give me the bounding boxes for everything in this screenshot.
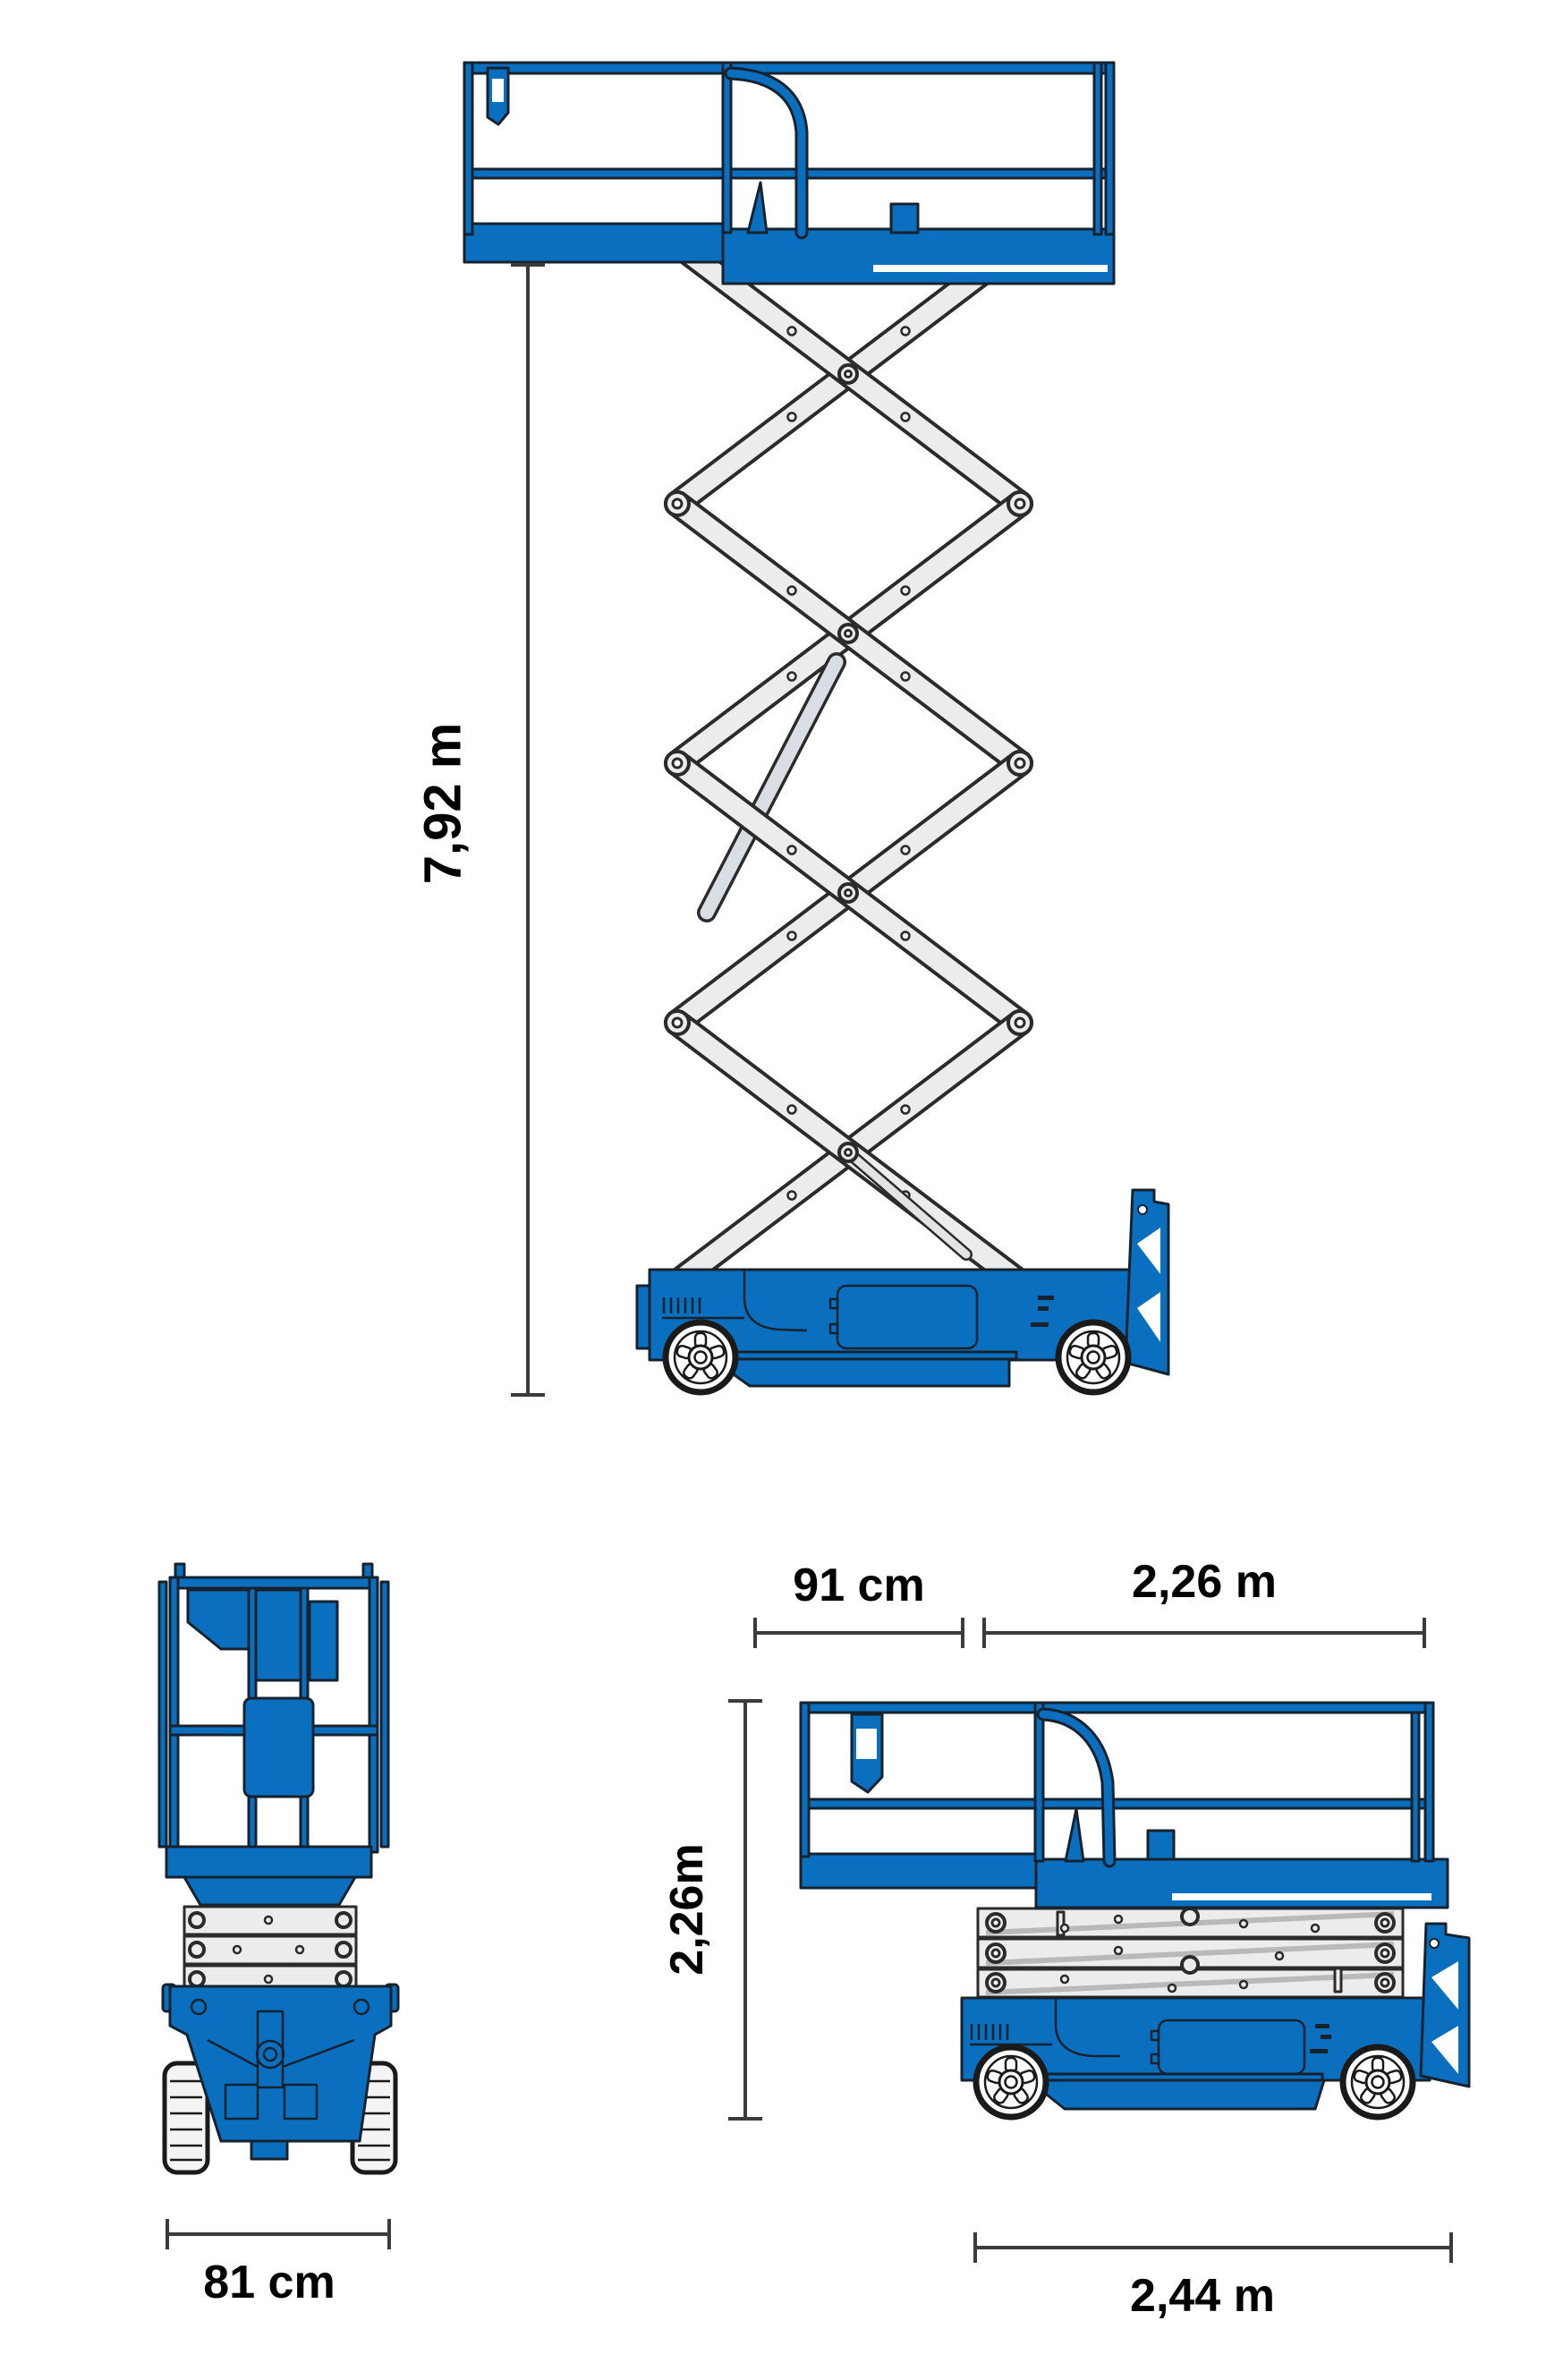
- height-dimension-line-stowed: [728, 1699, 762, 2121]
- front-stowed-view: [157, 1562, 400, 2175]
- scissor-stack-stowed: [976, 1907, 1405, 1999]
- scissor-stack-extended: [664, 244, 1033, 1282]
- side-stowed-view: [799, 1701, 1471, 2117]
- scissor-joints: [664, 363, 1033, 1163]
- extension-dimension-label: 91 cm: [793, 1560, 925, 1611]
- width-dimension-label-front: 81 cm: [203, 2257, 336, 2308]
- length-dimension-line-stowed: [973, 2232, 1453, 2263]
- platform-front: [165, 1845, 373, 1907]
- height-dimension-label-extended: 7,92 m: [413, 722, 472, 885]
- guardrails-front: [157, 1562, 390, 1854]
- length-dimension-label-stowed: 2,44 m: [1130, 2270, 1275, 2322]
- chassis-front: [161, 1983, 400, 2161]
- scissor-stack-front: [183, 1905, 358, 1995]
- tires-front: [162, 2061, 398, 2175]
- platform-length-dimension-line: [982, 1618, 1426, 1648]
- ladder-stowed: [1419, 1922, 1471, 2088]
- platform-stowed: [799, 1701, 1449, 1909]
- extension-dimension-line: [753, 1618, 964, 1648]
- platform-length-dimension-label: 2,26 m: [1132, 1556, 1277, 1608]
- height-dimension-label-stowed: 2,26m: [661, 1843, 713, 1976]
- height-dimension-line-extended: [511, 263, 545, 1397]
- platform-extended: [463, 61, 1116, 285]
- ladder-extended: [1124, 1188, 1170, 1376]
- width-dimension-line-front: [166, 2219, 391, 2249]
- side-extended-view: [463, 61, 1170, 1392]
- chassis-extended: [635, 1268, 1140, 1388]
